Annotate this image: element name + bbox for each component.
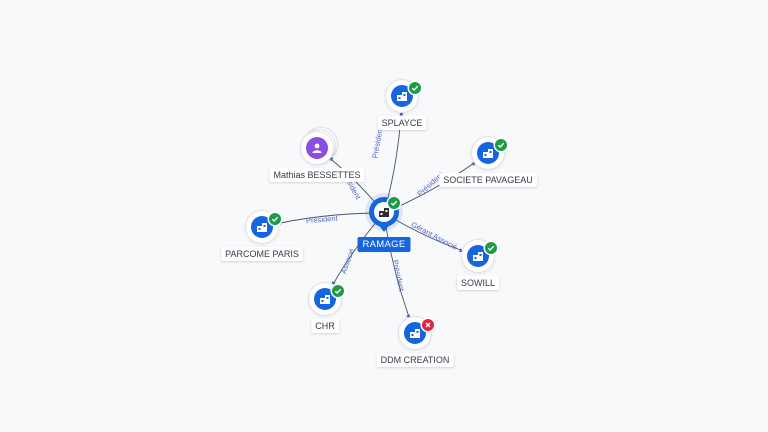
status-badge	[422, 319, 434, 331]
company-icon	[477, 142, 499, 164]
center-node-label[interactable]: RAMAGE	[357, 237, 411, 252]
node-label-sowill[interactable]: SOWILL	[456, 276, 500, 290]
node-label-bessettes[interactable]: Mathias BESSETTES	[269, 168, 365, 182]
company-icon	[404, 322, 426, 344]
arrow-head-icon	[399, 109, 404, 116]
person-icon	[306, 137, 328, 159]
node-disc[interactable]	[301, 132, 333, 164]
node-disc[interactable]	[462, 240, 494, 272]
company-icon	[467, 245, 489, 267]
check-icon	[487, 245, 495, 251]
check-icon	[271, 216, 279, 222]
status-badge	[332, 285, 344, 297]
company-icon	[251, 216, 273, 238]
node-label-ddm[interactable]: DDM CREATION	[376, 353, 454, 367]
node-label-chr[interactable]: CHR	[311, 319, 339, 333]
edge-label-sowill: Gérant Associé	[410, 220, 459, 252]
node-label-pavageau[interactable]: SOCIETE PAVAGEAU	[439, 173, 537, 187]
close-icon	[425, 322, 431, 328]
status-badge	[495, 139, 507, 151]
center-pin-tip	[377, 223, 391, 232]
node-disc[interactable]	[246, 211, 278, 243]
edge-label-parcome: Président	[306, 214, 339, 226]
company-icon	[379, 208, 389, 217]
company-icon	[314, 288, 336, 310]
status-badge	[409, 82, 421, 94]
status-badge	[485, 242, 497, 254]
check-icon	[334, 288, 342, 294]
status-badge	[388, 197, 400, 209]
edge-label-splayce: Président	[370, 125, 385, 159]
node-label-parcome[interactable]: PARCOME PARIS	[221, 247, 303, 261]
status-badge	[269, 213, 281, 225]
check-icon	[497, 142, 505, 148]
check-icon	[411, 85, 419, 91]
node-label-splayce[interactable]: SPLAYCE	[377, 116, 427, 130]
edge-label-ddm: Président	[391, 259, 407, 293]
node-disc[interactable]	[472, 137, 504, 169]
company-icon	[391, 85, 413, 107]
edge-label-chr: Associé	[339, 247, 356, 275]
check-icon	[390, 200, 398, 206]
